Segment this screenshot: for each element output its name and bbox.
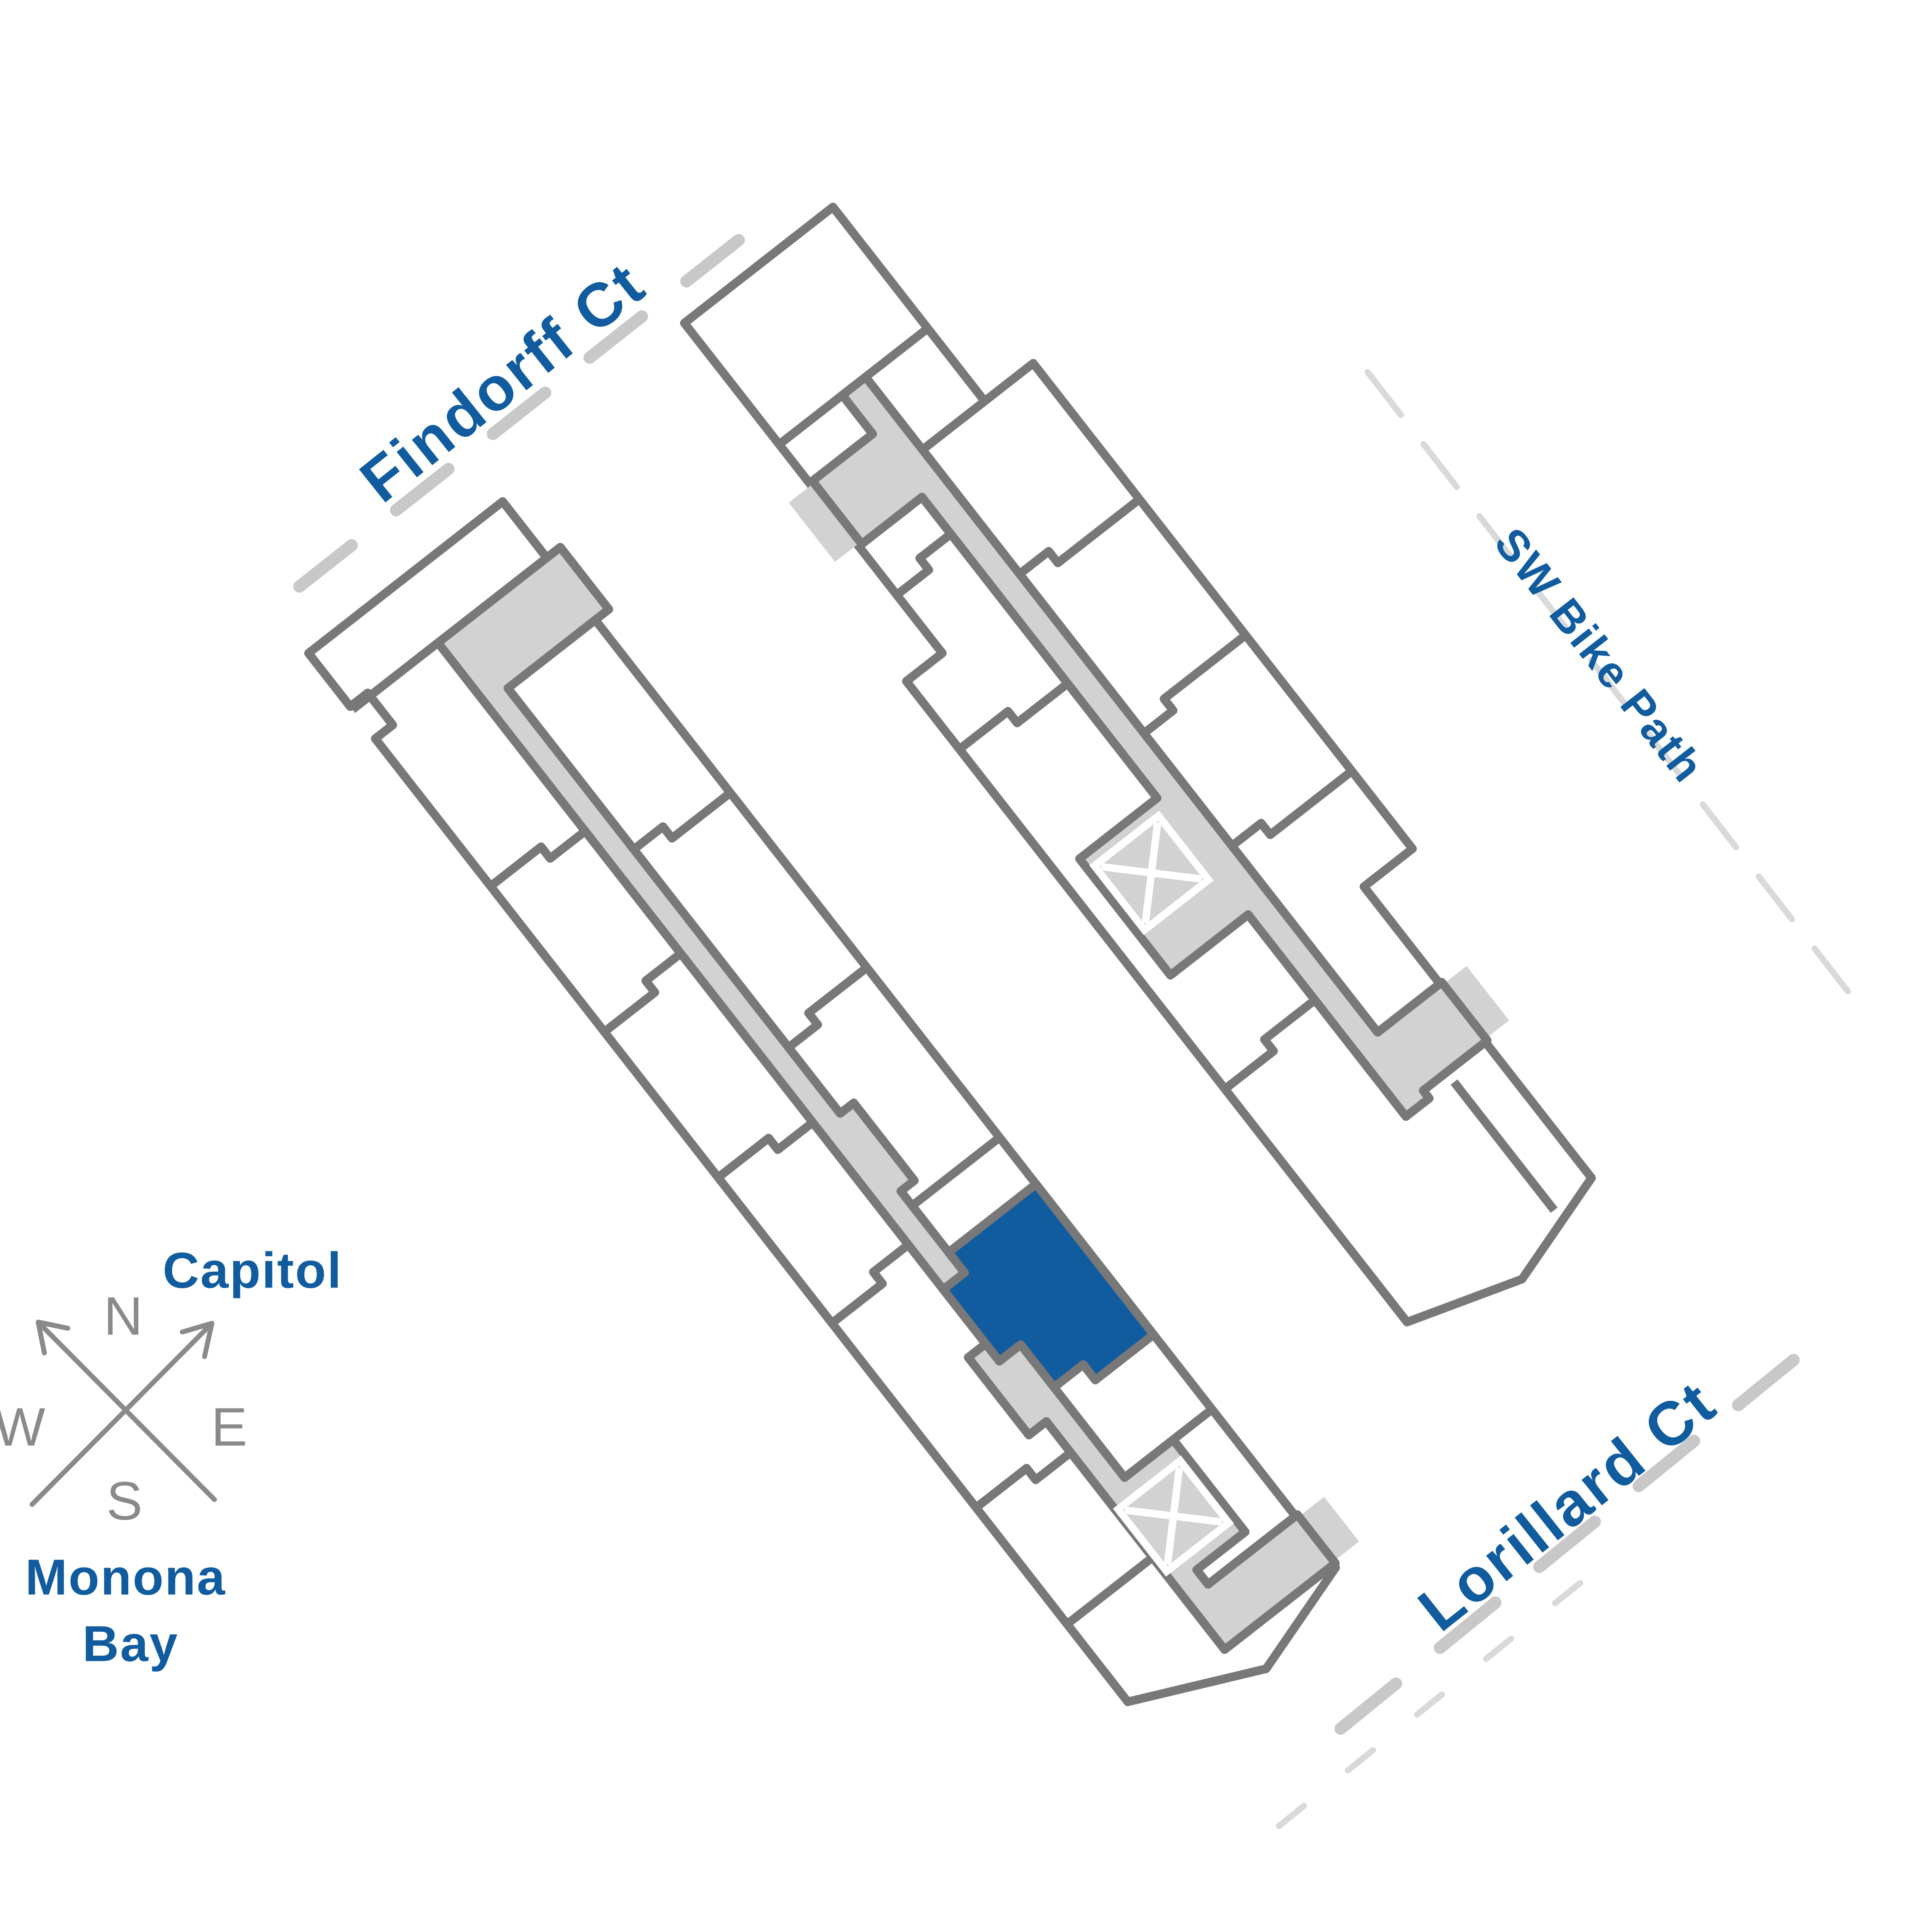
east-partition bbox=[894, 531, 954, 599]
east-partition bbox=[1222, 997, 1318, 1093]
east-corridor-entry-spill bbox=[789, 483, 859, 562]
east-building bbox=[680, 202, 1596, 1327]
west-partition bbox=[631, 789, 733, 853]
west-partition bbox=[350, 639, 441, 713]
west-partition bbox=[1064, 1554, 1155, 1628]
west-partition bbox=[1170, 1406, 1215, 1443]
lorillard-ct-thin-dashed-line bbox=[1276, 1570, 1595, 1829]
sw-bike-path-label: SW Bike Path bbox=[1485, 519, 1714, 792]
west-partition bbox=[973, 1449, 1073, 1511]
west-partition bbox=[715, 1119, 816, 1181]
west-partition bbox=[786, 964, 870, 1051]
compass-northwest-arrow-icon bbox=[36, 1320, 217, 1502]
east-building-corridor bbox=[808, 372, 1492, 1121]
west-partition bbox=[909, 1134, 1002, 1209]
compass-northeast-arrow-icon bbox=[29, 1321, 214, 1507]
findorff-ct-dashed-line bbox=[293, 221, 760, 593]
street-lines bbox=[293, 221, 1852, 1829]
west-building bbox=[304, 497, 1359, 1706]
west-partition bbox=[488, 828, 588, 890]
west-corridor-exit-spill bbox=[1301, 1497, 1359, 1560]
east-partition bbox=[1141, 631, 1248, 737]
east-elevator-x-icon bbox=[1101, 822, 1202, 923]
east-partition bbox=[776, 325, 930, 448]
west-partition bbox=[829, 1241, 911, 1327]
findorff-ct-label: Findorff Ct bbox=[347, 248, 658, 515]
east-partition bbox=[1229, 767, 1355, 849]
capitol-label: Capitol bbox=[163, 1242, 342, 1299]
sw-bike-path-dashed-line bbox=[1364, 369, 1852, 995]
east-partition bbox=[920, 398, 988, 453]
lorillard-ct-label: Lorillard Ct bbox=[1406, 1367, 1729, 1644]
highlighted-unit[interactable] bbox=[927, 1180, 1158, 1419]
compass-east-label: E bbox=[211, 1396, 247, 1457]
lorillard-ct-dashed-line bbox=[1334, 1334, 1824, 1735]
monona-bay-label-line1: Monona bbox=[25, 1549, 226, 1605]
east-partition bbox=[957, 680, 1070, 753]
compass-west-label: W bbox=[0, 1396, 45, 1457]
compass-rose: N W E S bbox=[0, 1286, 247, 1531]
west-partition bbox=[602, 950, 684, 1036]
monona-bay-label-line2: Bay bbox=[82, 1616, 179, 1672]
east-partition bbox=[1451, 1079, 1558, 1213]
east-corridor-exit-spill bbox=[1441, 966, 1509, 1040]
compass-north-label: N bbox=[104, 1286, 143, 1346]
west-building-corridor bbox=[434, 543, 1340, 1654]
west-elevator-x-icon bbox=[1124, 1467, 1222, 1565]
compass-south-label: S bbox=[106, 1470, 143, 1531]
east-partition bbox=[1017, 496, 1142, 578]
